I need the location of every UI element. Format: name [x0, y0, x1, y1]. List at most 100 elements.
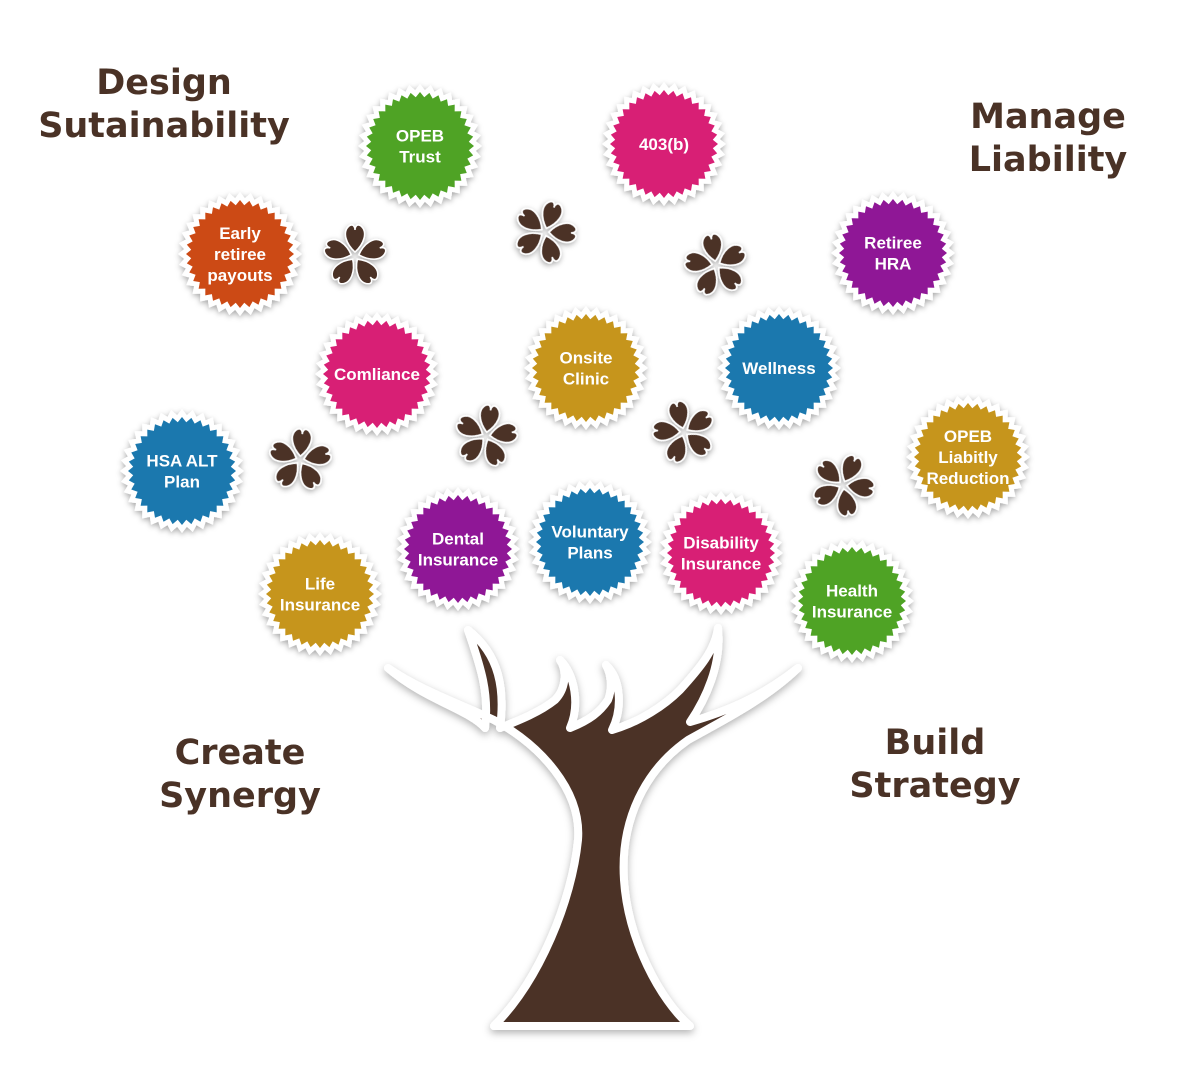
quadrant-line: Synergy [159, 776, 321, 816]
flower-petal [331, 258, 355, 285]
badge-label: Reduction [926, 469, 1009, 488]
badge-label: Retiree [864, 234, 922, 253]
badge-label: Onsite [560, 349, 613, 368]
quadrant-manage-liability: Manage Liability [962, 96, 1134, 182]
badge-compliance: Comliance [315, 312, 439, 436]
tree-trunk [384, 624, 802, 1030]
badge-label: Plans [567, 544, 612, 563]
flower-petal [275, 462, 299, 488]
badge-disc [725, 314, 833, 422]
flower-petal [540, 234, 562, 264]
flower-petal [459, 437, 484, 462]
flower-petal [484, 438, 507, 467]
flower-icon [652, 400, 714, 464]
flower-petal [695, 267, 718, 296]
badge-label: payouts [207, 266, 272, 285]
badge-label: Trust [399, 148, 441, 167]
flower-petal [357, 238, 387, 260]
flower-icon [516, 200, 577, 264]
badge-label: OPEB [944, 427, 992, 446]
flower-petal [291, 428, 313, 458]
badge-label: Comliance [334, 365, 420, 384]
badge-label: Insurance [681, 555, 761, 574]
badge-label: HRA [875, 255, 912, 274]
flower-petal [816, 459, 841, 484]
flower-petal [686, 433, 712, 457]
badge-disc [128, 417, 236, 525]
flower-petal [479, 404, 501, 434]
badge-disc [532, 314, 640, 422]
flower-petal [718, 266, 743, 291]
flower-petal [665, 434, 687, 464]
quadrant-line: Liability [968, 140, 1128, 180]
flower-petal [323, 238, 353, 260]
flower-icon [684, 233, 747, 296]
badge-disc [839, 199, 947, 307]
quadrant-line: Build [884, 723, 986, 763]
trunk-shape [384, 624, 802, 1030]
flower-petal [667, 400, 689, 430]
badge-disc [536, 488, 644, 596]
flower-petal [302, 444, 332, 466]
badge-disc [323, 320, 431, 428]
flower-petal [269, 441, 298, 463]
badge-cluster: OPEB Trust 403(b) Early retiree payouts Retire… [120, 82, 1030, 663]
flower-petal [813, 484, 841, 507]
badge-label: Disability [683, 534, 759, 553]
flower-petal [684, 251, 714, 273]
flower-petal [299, 462, 322, 490]
badge-disc [366, 92, 474, 200]
flower-petal [541, 200, 563, 230]
badge-label: Insurance [280, 596, 360, 615]
quadrant-line: Design [96, 63, 232, 103]
quadrant-line: Create [174, 733, 306, 773]
badge-label: Wellness [742, 359, 815, 378]
flower-petal [836, 487, 858, 517]
flower-petal [841, 454, 863, 483]
badge-early-retiree-payouts: Early retiree payouts [178, 192, 302, 316]
badge-label: Life [305, 575, 335, 594]
flower-icon [455, 404, 518, 467]
badge-label: Early [219, 224, 261, 243]
badge-label: Insurance [418, 551, 498, 570]
badge-label: OPEB [396, 127, 444, 146]
badge-label: Clinic [563, 370, 609, 389]
flower-petal [686, 409, 714, 432]
badge-hsa-alt-plan: HSA ALT Plan [120, 409, 244, 533]
badge-disc [610, 90, 718, 198]
badge-label: Liabitly [938, 448, 998, 467]
flower-petal [488, 422, 518, 444]
flower-petal [516, 207, 543, 231]
flower-decorations [269, 200, 875, 517]
badge-label: HSA ALT [146, 452, 218, 471]
badge-disc [266, 540, 374, 648]
quadrant-build-strategy: Build Strategy [840, 722, 1030, 808]
quadrant-line: Strategy [849, 766, 1021, 806]
badge-label: retiree [214, 245, 266, 264]
flower-petal [701, 233, 723, 263]
badge-opeb-trust: OPEB Trust [358, 84, 482, 208]
badge-label: Plan [164, 473, 200, 492]
quadrant-create-synergy: Create Synergy [150, 732, 330, 818]
flower-petal [547, 222, 577, 244]
flower-petal [355, 258, 379, 285]
quadrant-line: Manage [970, 97, 1126, 137]
badge-wellness: Wellness [717, 306, 841, 430]
badge-403b: 403(b) [602, 82, 726, 206]
flower-petal [516, 232, 543, 255]
flower-icon [269, 428, 332, 490]
flower-petal [718, 244, 747, 266]
flower-icon [813, 454, 875, 517]
badge-disc [798, 547, 906, 655]
badge-label: Dental [432, 530, 484, 549]
flower-petal [455, 415, 484, 437]
